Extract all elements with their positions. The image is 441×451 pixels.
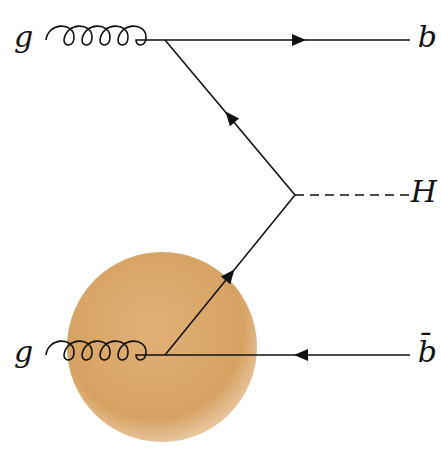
particle-label: g [14, 337, 33, 367]
arrowhead [292, 34, 306, 46]
gluon-line [46, 26, 165, 45]
particle-label: g [14, 22, 33, 52]
arrowhead [226, 112, 240, 127]
quark-line [165, 354, 410, 356]
particle-label: b̄ [418, 337, 437, 367]
quark-line [165, 195, 295, 355]
gluon-line [46, 341, 165, 360]
arrowhead [294, 349, 308, 361]
particle-label: H [411, 177, 437, 207]
higgs-line [295, 194, 410, 196]
quark-line [165, 39, 410, 41]
arrowhead [221, 270, 235, 285]
quark-line [165, 40, 295, 195]
particle-label: b [418, 22, 437, 52]
proton-blob [67, 252, 257, 442]
